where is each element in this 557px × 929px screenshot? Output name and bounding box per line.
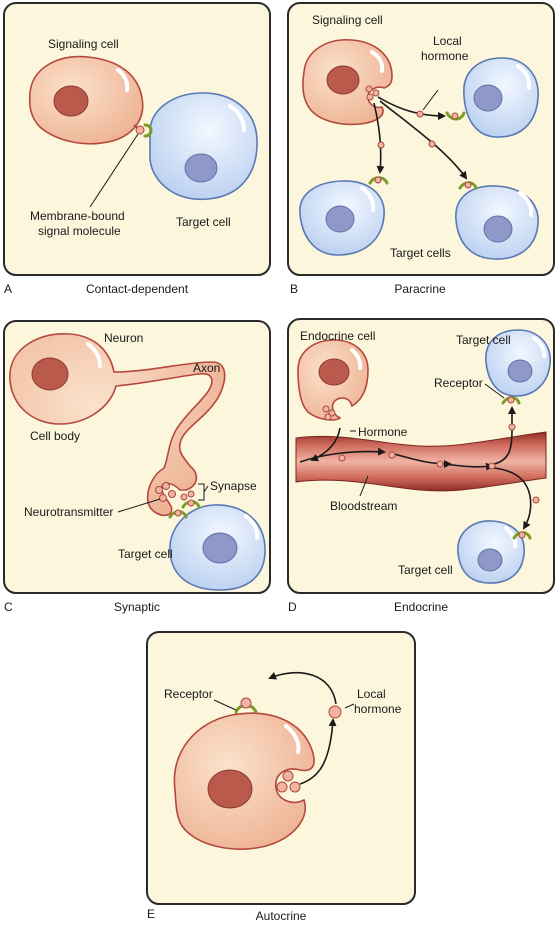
- panel-c: Neuron Axon Cell body Synapse Neurotrans…: [3, 320, 271, 614]
- receptor-icon: [143, 123, 153, 138]
- caption-a: Contact-dependent: [86, 282, 189, 296]
- panel-a: Signaling cell Membrane-bound signal mol…: [3, 2, 271, 296]
- label-synapse: Synapse: [210, 479, 257, 493]
- label-signaling-cell: Signaling cell: [48, 37, 119, 51]
- panel-d: Endocrine cell Target cell Receptor Horm…: [287, 318, 555, 614]
- label-bloodstream: Bloodstream: [330, 499, 397, 513]
- local-hormone: [328, 705, 342, 719]
- membrane-bound-molecule: [135, 125, 145, 135]
- panel-e: Receptor Local hormone E Autocrine: [146, 631, 416, 923]
- arrow-to-top-right: [377, 96, 446, 120]
- label-receptor: Receptor: [434, 376, 483, 390]
- signaling-cell-nucleus: [53, 85, 89, 117]
- panel-letter-d: D: [288, 600, 297, 614]
- label-axon: Axon: [193, 361, 220, 375]
- label-neurotransmitter: Neurotransmitter: [24, 505, 113, 519]
- label-molecule-line1: Membrane-bound: [30, 209, 125, 223]
- label-cell-body: Cell body: [30, 429, 80, 443]
- label-target-cell-bottom: Target cell: [398, 563, 453, 577]
- label-molecule-line2: signal molecule: [38, 224, 121, 238]
- label-signaling-cell: Signaling cell: [312, 13, 383, 27]
- neuron-nucleus: [31, 357, 69, 391]
- caption-c: Synaptic: [114, 600, 160, 614]
- signaling-cell-nucleus: [326, 65, 360, 95]
- target-cell-nucleus: [202, 532, 238, 564]
- panel-b: Signaling cell Local hormone Target cell…: [287, 2, 555, 296]
- panel-letter-e: E: [147, 907, 155, 921]
- label-neuron: Neuron: [104, 331, 143, 345]
- caption-d: Endocrine: [394, 600, 448, 614]
- panel-letter-c: C: [4, 600, 13, 614]
- label-target-cell: Target cell: [118, 547, 173, 561]
- caption-b: Paracrine: [394, 282, 446, 296]
- label-target-cell: Target cell: [176, 215, 231, 229]
- label-target-cells: Target cells: [390, 246, 451, 260]
- label-hormone-line2: hormone: [421, 49, 469, 63]
- label-hormone-line1: Local: [433, 34, 462, 48]
- arrow-to-bottom-left: [373, 102, 385, 174]
- label-hormone: Hormone: [358, 425, 408, 439]
- label-hormone-line1: Local: [357, 687, 386, 701]
- target-cell-nucleus: [184, 153, 218, 183]
- label-endocrine-cell: Endocrine cell: [300, 329, 375, 343]
- panel-letter-a: A: [4, 282, 12, 296]
- panel-letter-b: B: [290, 282, 298, 296]
- endocrine-cell-nucleus: [318, 358, 350, 386]
- arrow-to-bottom-right: [379, 100, 468, 180]
- label-target-cell-top: Target cell: [456, 333, 511, 347]
- target-cell: [149, 92, 258, 201]
- caption-e: Autocrine: [256, 909, 307, 923]
- label-hormone-line2: hormone: [354, 702, 402, 716]
- autocrine-cell-nucleus: [207, 769, 253, 809]
- label-receptor: Receptor: [164, 687, 213, 701]
